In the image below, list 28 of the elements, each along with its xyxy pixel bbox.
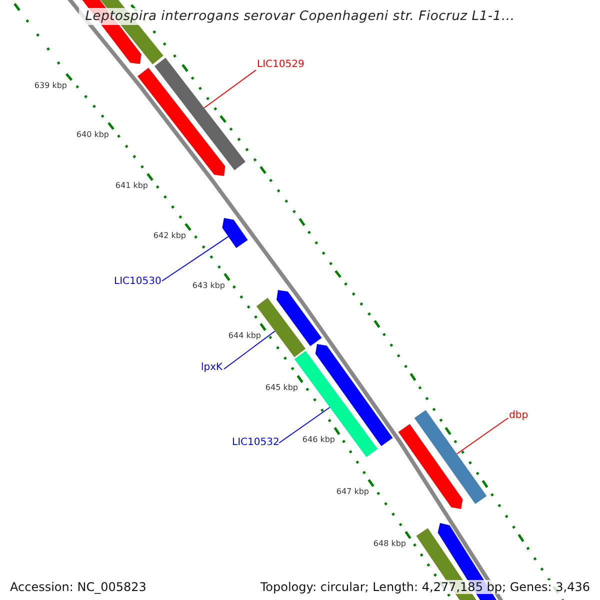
gene-feature bbox=[414, 410, 487, 504]
scale-label: 641 kbp bbox=[114, 181, 148, 191]
info-text: Topology: circular; Length: 4,277,185 bp; Genes: 3,436 bbox=[258, 580, 592, 594]
gene-label: lpxK bbox=[201, 362, 223, 374]
scale-label: 648 kbp bbox=[372, 539, 406, 549]
gene-label: dbp bbox=[509, 410, 528, 422]
gene-label: LIC10532 bbox=[232, 437, 280, 449]
gene-feature bbox=[276, 290, 322, 346]
gene-feature bbox=[398, 424, 463, 509]
scale-label: 640 kbp bbox=[75, 130, 109, 140]
info-text: Accession: NC_005823 bbox=[8, 580, 148, 594]
gene-feature bbox=[138, 68, 226, 176]
gene-label: LIC10529 bbox=[257, 59, 304, 71]
leader-line bbox=[204, 70, 256, 108]
leader-line bbox=[278, 406, 330, 444]
leader-line bbox=[224, 330, 276, 370]
scale-label: 644 kbp bbox=[227, 331, 261, 341]
leader-line bbox=[162, 236, 229, 282]
scale-label: 642 kbp bbox=[152, 231, 186, 241]
scale-label: 639 kbp bbox=[33, 81, 67, 91]
scale-label: 643 kbp bbox=[191, 281, 225, 291]
scale-label: 646 kbp bbox=[301, 435, 335, 445]
gene-feature bbox=[154, 58, 246, 170]
leader-line bbox=[456, 418, 508, 454]
gene-feature bbox=[222, 218, 248, 248]
scale-label: 647 kbp bbox=[335, 487, 369, 497]
scale-label: 645 kbp bbox=[264, 383, 298, 393]
gene-label: LIC10530 bbox=[114, 276, 162, 288]
